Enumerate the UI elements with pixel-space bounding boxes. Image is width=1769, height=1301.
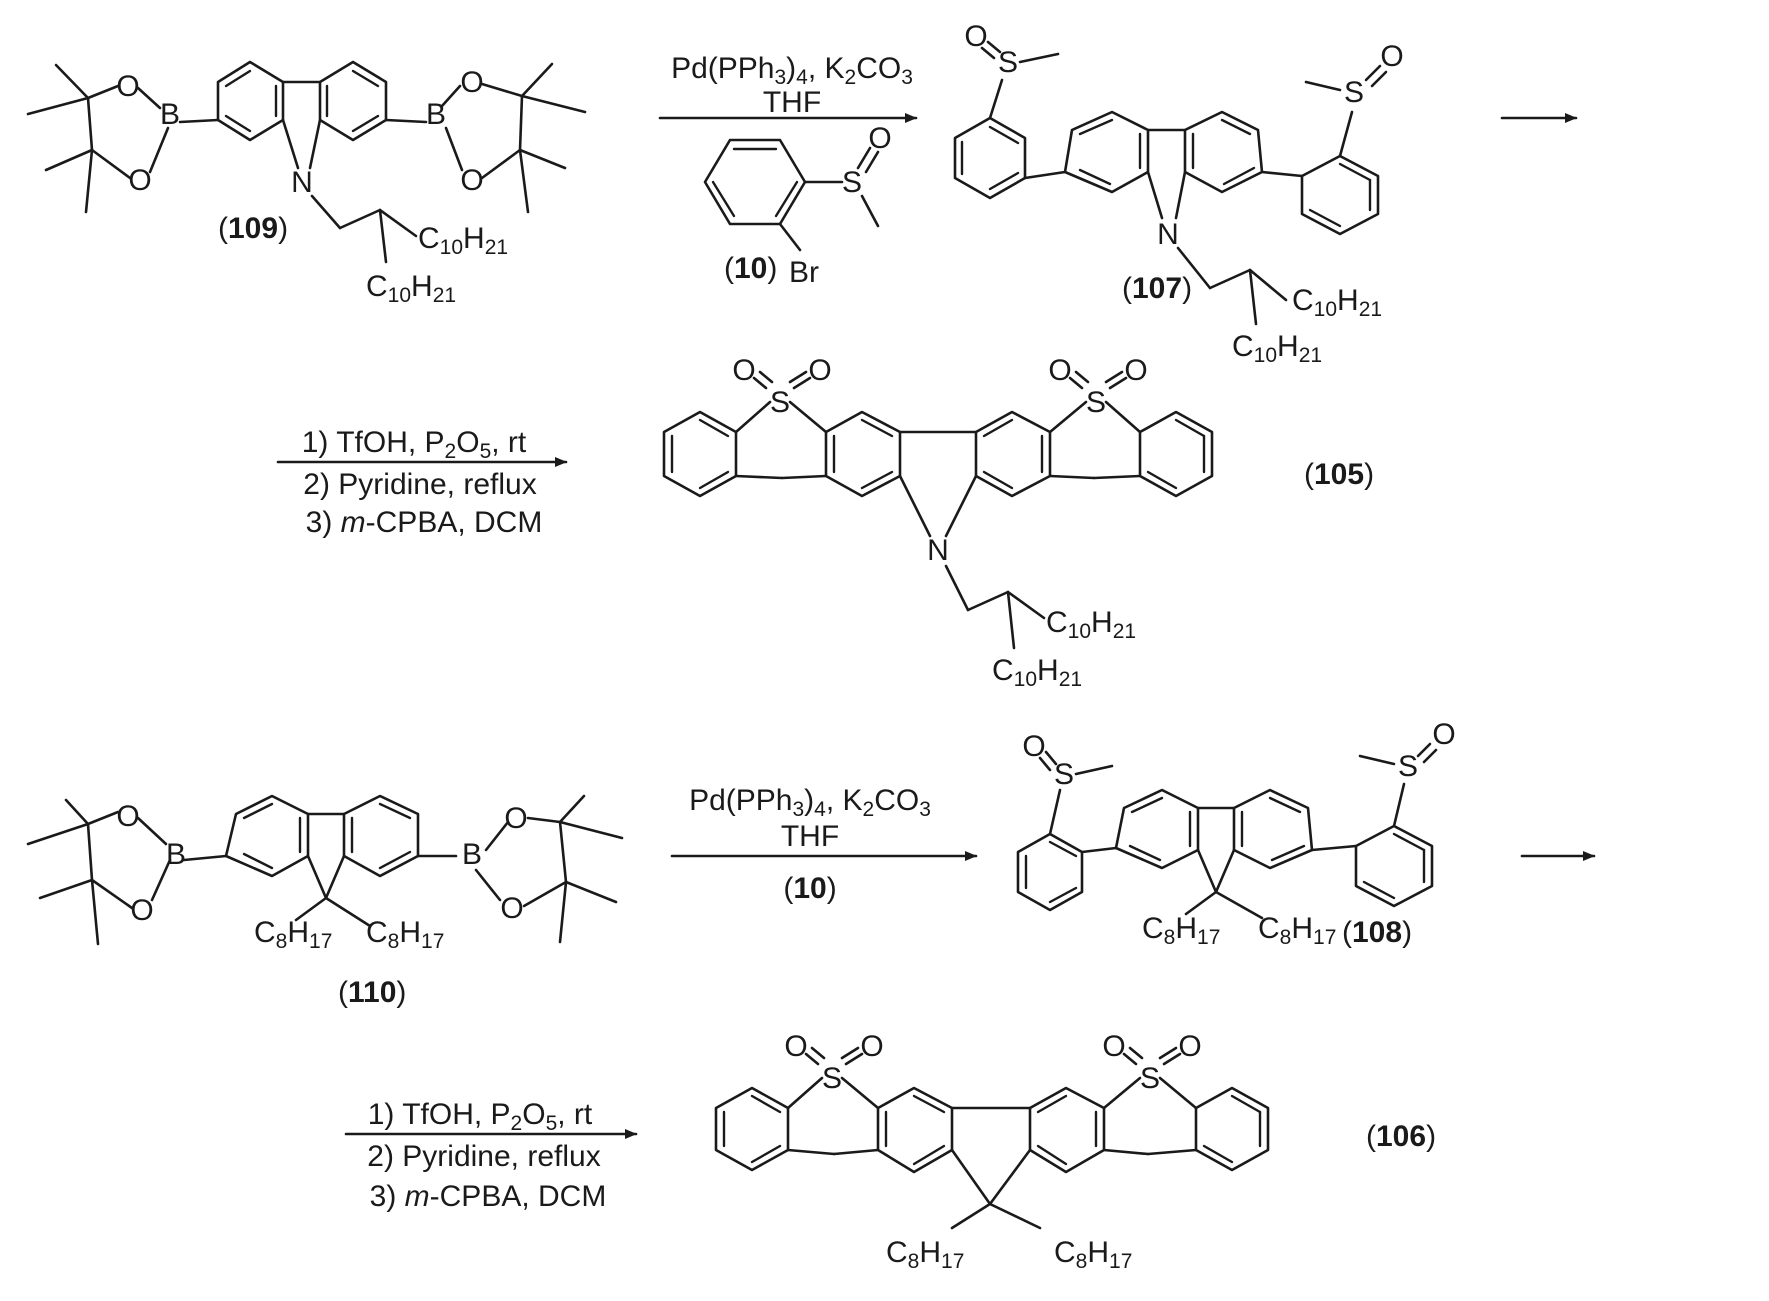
atom-o: O: [460, 164, 483, 197]
atom-n: N: [1157, 218, 1179, 251]
atom-o: O: [116, 800, 139, 833]
alkyl-label: C10H21: [1292, 284, 1382, 321]
reagent-catalyst: Pd(PPh3)4, K2CO3: [671, 52, 913, 89]
atom-o: O: [1048, 354, 1071, 387]
condition-3: 3) m-CPBA, DCM: [306, 506, 543, 539]
atom-o: O: [504, 802, 527, 835]
alkyl-label: C8H17: [1054, 1236, 1132, 1273]
alkyl-label: C10H21: [1046, 606, 1136, 643]
compound-label-109: (109): [218, 212, 288, 245]
condition-2: 2) Pyridine, reflux: [303, 468, 536, 501]
condition-1: 1) TfOH, P2O5, rt: [368, 1098, 593, 1135]
atom-o: O: [784, 1030, 807, 1063]
reaction-step-4: 1) TfOH, P2O5, rt 2) Pyridine, reflux 3)…: [344, 1098, 638, 1213]
compound-label-108: (108): [1342, 916, 1412, 949]
atom-o: O: [130, 894, 153, 927]
atom-s: S: [1398, 750, 1418, 783]
atom-o: O: [1178, 1030, 1201, 1063]
atom-s: S: [1344, 76, 1364, 109]
atom-o: O: [860, 1030, 883, 1063]
atom-o: O: [1124, 354, 1147, 387]
reaction-step-2: 1) TfOH, P2O5, rt 2) Pyridine, reflux 3)…: [276, 426, 568, 539]
atom-o: O: [128, 164, 151, 197]
compound-105: S O O N S O O: [662, 354, 1374, 691]
compound-106: S O O C8H17 C8H17 S O O: [714, 1030, 1436, 1273]
compound-110: O B O C8H17 C8H17 B O O (110): [26, 794, 624, 1009]
atom-o: O: [1022, 730, 1045, 763]
atom-o: O: [1102, 1030, 1125, 1063]
alkyl-label: C8H17: [254, 916, 332, 953]
condition-3: 3) m-CPBA, DCM: [370, 1180, 607, 1213]
compound-109: O B O N: [26, 60, 587, 307]
atom-o: O: [964, 20, 987, 53]
compound-label-107: (107): [1122, 272, 1192, 305]
reagent-catalyst: Pd(PPh3)4, K2CO3: [689, 784, 931, 821]
compound-label-106: (106): [1366, 1120, 1436, 1153]
atom-s: S: [1054, 758, 1074, 791]
reagent-compound-label: (10): [783, 872, 836, 905]
atom-b: B: [166, 838, 186, 871]
phenyl-ring: [953, 116, 1027, 200]
alkyl-label: C8H17: [366, 916, 444, 953]
phenyl-ring: [1300, 154, 1380, 236]
condition-2: 2) Pyridine, reflux: [367, 1140, 600, 1173]
alkyl-label: C10H21: [418, 222, 508, 259]
pinacol-boronate-right: B O O: [426, 62, 587, 214]
atom-o: O: [868, 122, 891, 155]
pinacol-boronate-left: O B O: [26, 63, 220, 214]
n-alkyl-chain: C10H21 C10H21: [310, 194, 508, 307]
atom-s: S: [822, 1062, 842, 1095]
atom-o: O: [1432, 718, 1455, 751]
atom-b: B: [426, 98, 446, 131]
atom-s: S: [1086, 386, 1106, 419]
atom-s: S: [842, 166, 862, 199]
atom-s: S: [998, 46, 1018, 79]
atom-o: O: [460, 66, 483, 99]
alkyl-label: C8H17: [1142, 912, 1220, 949]
alkyl-label: C8H17: [886, 1236, 964, 1273]
atom-o: O: [500, 892, 523, 925]
atom-b: B: [462, 838, 482, 871]
alkyl-label: C8H17: [1258, 912, 1336, 949]
compound-108: S O C8H17 C8H17 S O (108): [1016, 718, 1456, 949]
compound-107: S O N S O C10H21 C10H: [953, 20, 1404, 367]
carbazole-core: N: [216, 60, 428, 199]
atom-s: S: [770, 386, 790, 419]
compound-label-105: (105): [1304, 458, 1374, 491]
atom-s: S: [1140, 1062, 1160, 1095]
atom-b: B: [160, 98, 180, 131]
atom-o: O: [808, 354, 831, 387]
reagent-solvent: THF: [763, 86, 821, 119]
atom-o: O: [732, 354, 755, 387]
alkyl-label: C10H21: [1232, 330, 1322, 367]
atom-o: O: [1380, 40, 1403, 73]
compound-label-10: (10): [724, 252, 777, 285]
atom-n: N: [927, 534, 949, 567]
compound-label-110: (110): [338, 976, 406, 1009]
alkyl-label: C10H21: [366, 270, 456, 307]
reagent-solvent: THF: [781, 820, 839, 853]
reaction-step-1: Pd(PPh3)4, K2CO3 THF S O Br (10): [658, 52, 918, 289]
atom-o: O: [116, 70, 139, 103]
reaction-step-3: Pd(PPh3)4, K2CO3 THF (10): [670, 784, 978, 905]
alkyl-label: C10H21: [992, 654, 1082, 691]
compound-10: S O Br (10): [703, 122, 892, 289]
condition-1: 1) TfOH, P2O5, rt: [302, 426, 527, 463]
atom-br: Br: [789, 256, 819, 289]
atom-n: N: [291, 166, 313, 199]
